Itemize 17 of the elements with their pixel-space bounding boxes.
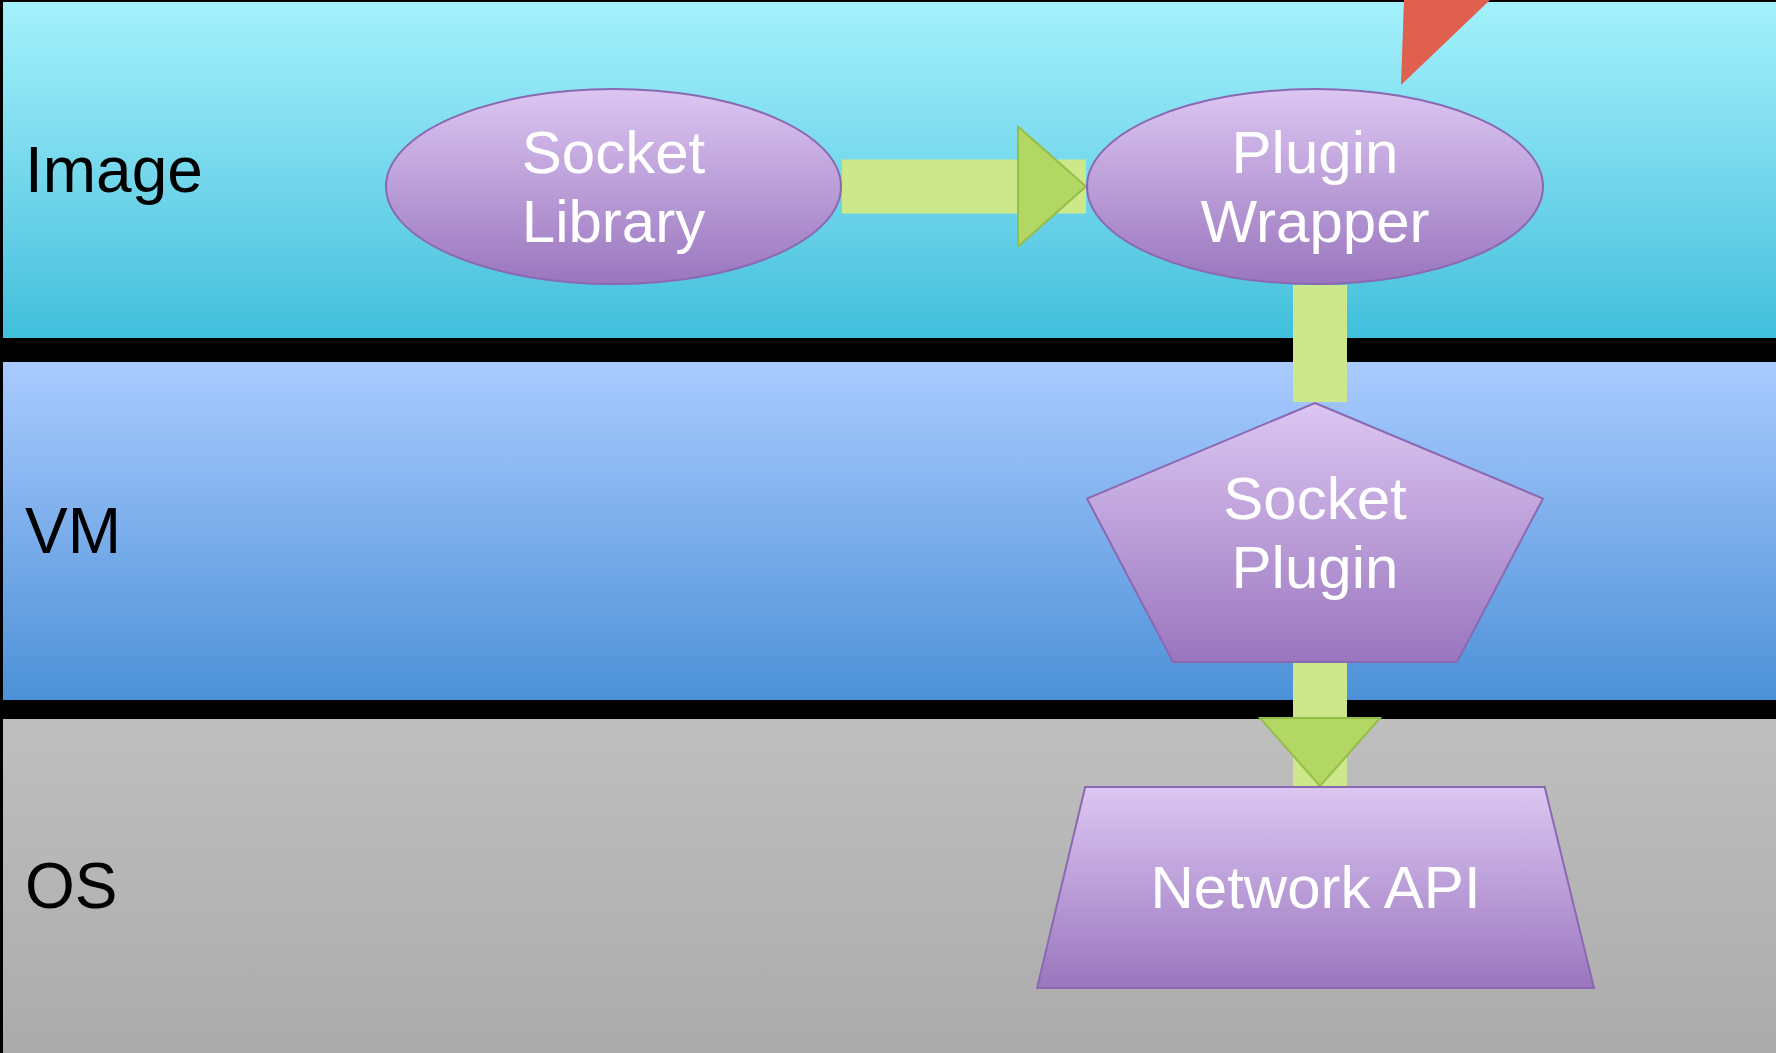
node-label: Network API <box>1150 853 1481 922</box>
layer-label: OS <box>25 849 118 924</box>
block-arrow <box>1259 663 1381 787</box>
node-label: Socket Library <box>520 117 707 256</box>
layer-band <box>3 2 1776 338</box>
block-arrow <box>842 125 1087 248</box>
pointer-triangle <box>1401 0 1490 85</box>
ellipse-node <box>1086 88 1544 285</box>
layer-band <box>3 362 1776 700</box>
pentagon-node <box>1086 402 1544 663</box>
node-label: Plugin Wrapper <box>1199 117 1431 256</box>
ellipse-node <box>385 88 842 285</box>
layer-label: VM <box>25 494 121 569</box>
layer-label: Image <box>25 133 203 208</box>
trapezoid-node <box>1036 786 1595 989</box>
node-label: Socket Plugin <box>1222 463 1408 602</box>
layer-band <box>3 719 1776 1053</box>
